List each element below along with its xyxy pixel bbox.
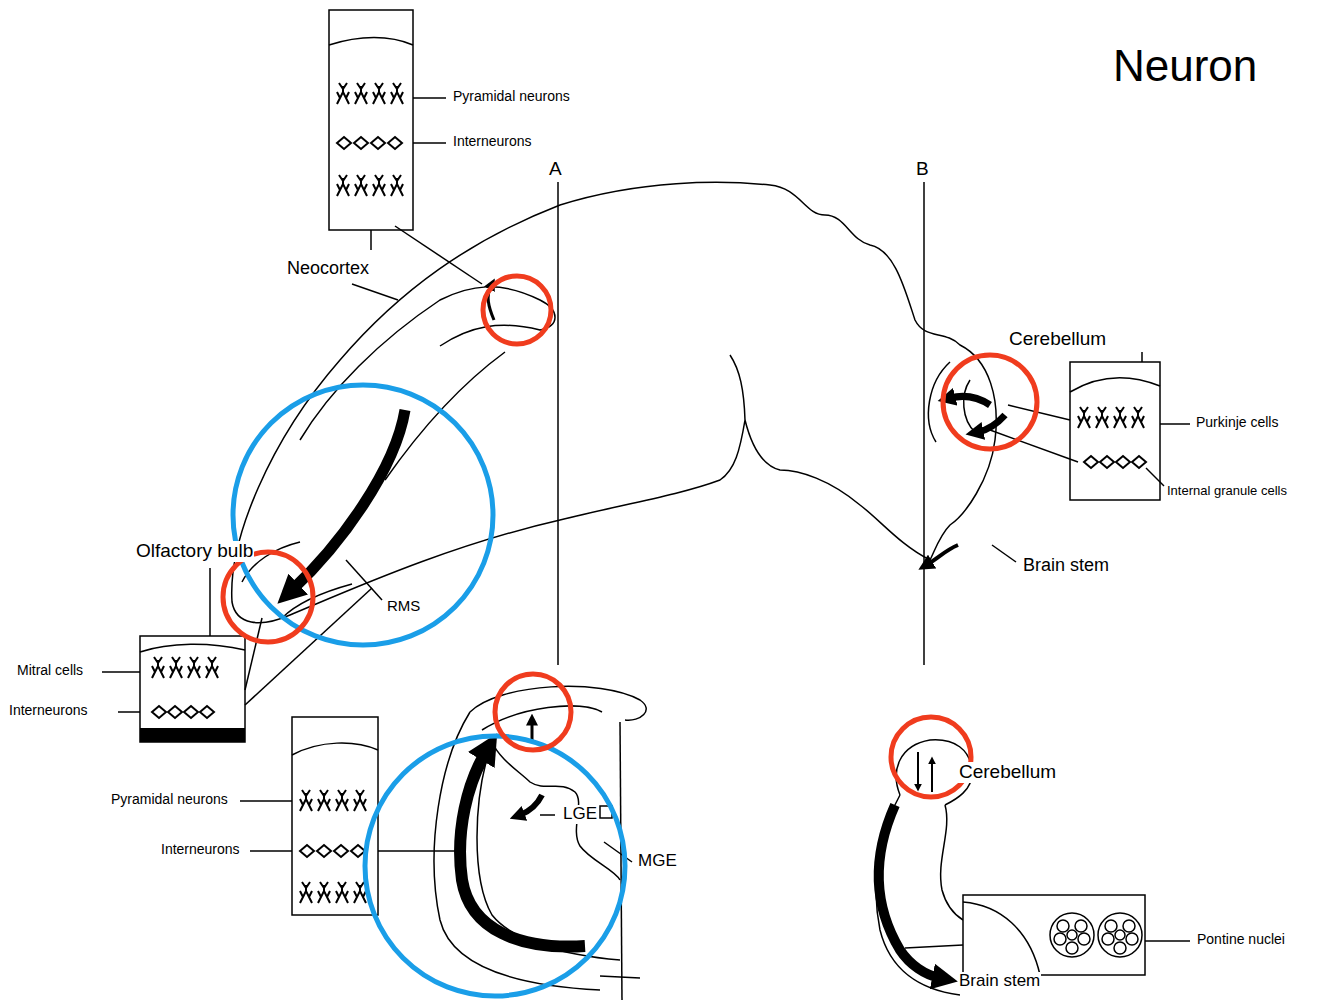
region-label: Neocortex bbox=[286, 259, 370, 279]
region-label: Cerebellum bbox=[958, 762, 1057, 783]
cell-label: Purkinje cells bbox=[1195, 415, 1279, 430]
cell-label: Interneurons bbox=[160, 842, 241, 857]
section-letter: A bbox=[548, 159, 563, 180]
region-label: LGE bbox=[562, 805, 598, 824]
pathway-label: RMS bbox=[386, 598, 421, 615]
cell-label: Pontine nuclei bbox=[1196, 932, 1286, 947]
cell-label: Internal granule cells bbox=[1166, 484, 1288, 498]
cell-label: Pyramidal neurons bbox=[452, 89, 571, 104]
cell-label: Mitral cells bbox=[16, 663, 84, 678]
region-label: MGE bbox=[637, 852, 678, 871]
cell-label: Interneurons bbox=[452, 134, 533, 149]
slide-title: Neuron bbox=[1112, 42, 1258, 90]
cell-label: Interneurons bbox=[8, 703, 89, 718]
region-label: Brain stem bbox=[1022, 556, 1110, 576]
section-letter: B bbox=[915, 159, 930, 180]
cell-label: Pyramidal neurons bbox=[110, 792, 229, 807]
region-label: Brain stem bbox=[958, 972, 1041, 991]
region-label: Cerebellum bbox=[1008, 329, 1107, 350]
region-label: Olfactory bulb bbox=[135, 541, 254, 562]
